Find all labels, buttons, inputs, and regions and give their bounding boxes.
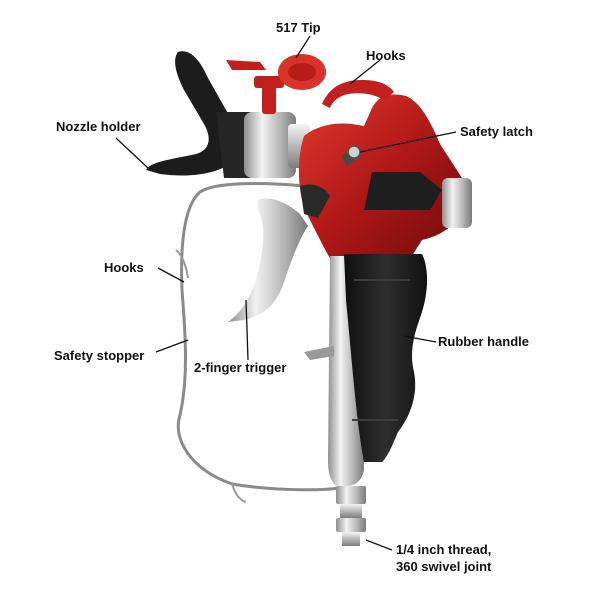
body-window [364, 172, 442, 210]
label-2-finger-trigger: 2-finger trigger [194, 360, 287, 375]
rubber-grip [344, 254, 428, 462]
holder-clamp [216, 112, 252, 178]
handle-lever [304, 346, 334, 360]
swivel-joint [336, 486, 366, 546]
front-cap [442, 178, 472, 228]
tip-housing [244, 112, 296, 178]
safety-stopper-wire [176, 182, 340, 492]
top-hook [322, 80, 394, 108]
label-517-tip: 517 Tip [276, 20, 321, 35]
reversible-tip [226, 54, 326, 114]
label-hooks-top: Hooks [366, 48, 406, 63]
label-safety-stopper: Safety stopper [54, 348, 145, 363]
safety-latch [342, 145, 362, 166]
label-nozzle-holder: Nozzle holder [56, 119, 141, 134]
label-hooks-left: Hooks [104, 260, 144, 275]
left-hook-wire [175, 249, 189, 279]
label-thread-line-1: 1/4 inch thread, [396, 542, 492, 557]
two-finger-trigger [228, 198, 308, 322]
trigger-guard-black [300, 184, 330, 218]
label-rubber-handle: Rubber handle [438, 334, 530, 349]
bottom-hook-wire [231, 483, 247, 503]
nozzle-holder [146, 51, 238, 176]
label-thread-line-2: 360 swivel joint [396, 559, 492, 574]
label-safety-latch: Safety latch [460, 124, 533, 139]
leader-lines [115, 35, 457, 551]
